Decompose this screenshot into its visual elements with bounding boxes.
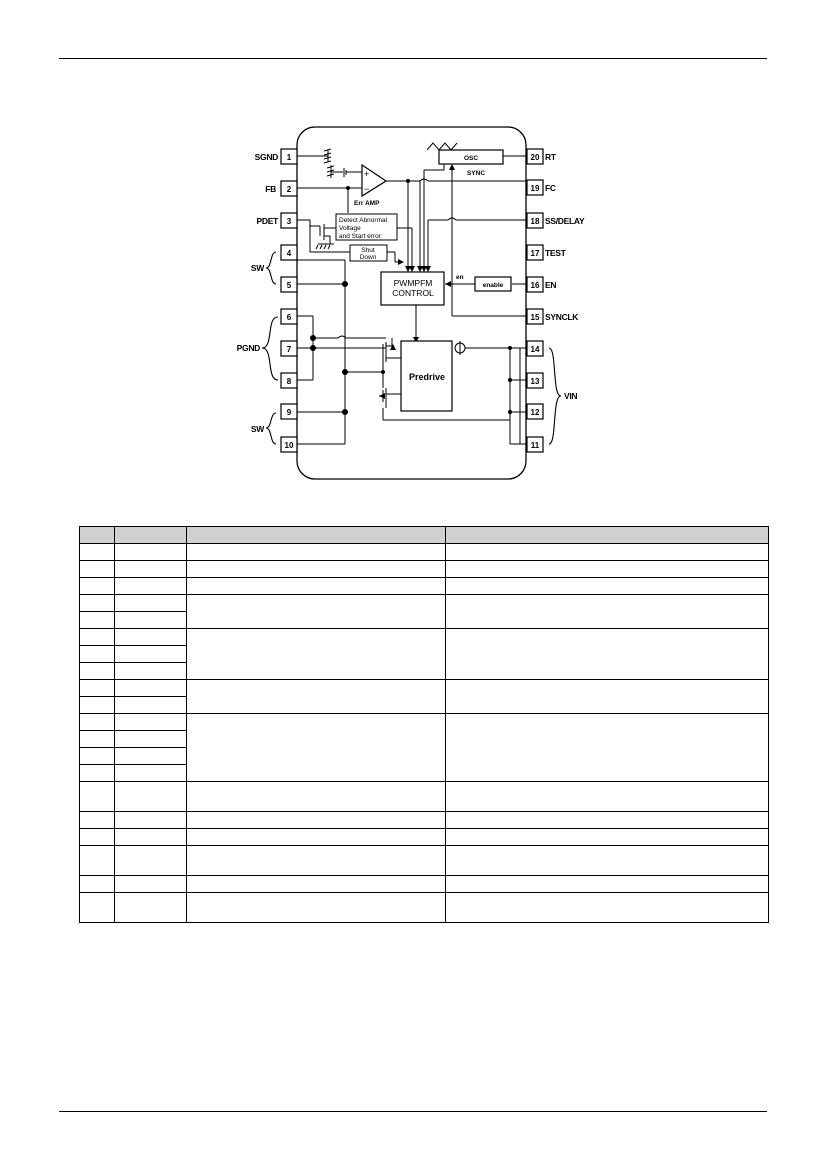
pin-18-number: 18 — [531, 217, 540, 226]
table-row — [79, 628, 769, 680]
pin-12-number: 12 — [531, 408, 540, 417]
table-row — [79, 543, 769, 561]
pin-10-number: 10 — [285, 441, 294, 450]
table-row — [79, 764, 769, 782]
pin-2-label: FB — [265, 184, 276, 194]
pin-9-number: 9 — [287, 408, 292, 417]
group-braces — [261, 251, 562, 445]
pin-15-number: 15 — [531, 313, 540, 322]
pin-3-label: PDET — [257, 216, 280, 226]
table-header-cell — [445, 526, 769, 544]
group-label-sw-top: SW — [251, 263, 265, 273]
junction-dots — [310, 179, 512, 415]
table-header-cell — [186, 526, 446, 544]
enable-label: enable — [483, 282, 504, 289]
internal-wiring — [297, 148, 527, 445]
osc-block — [438, 149, 504, 165]
predrive-label: Predrive — [409, 372, 445, 382]
amp-plus-sign: + — [364, 169, 369, 179]
pin-20-label: RT — [545, 152, 557, 162]
detect-label-line1: Detect Abnormal — [339, 217, 388, 224]
detect-label-line3: and Start error — [339, 233, 382, 240]
pin-3-number: 3 — [287, 217, 292, 226]
table-row — [79, 594, 769, 629]
table-row — [79, 747, 769, 765]
current-sense-symbol — [454, 341, 466, 355]
pin-5-number: 5 — [287, 281, 292, 290]
pwm-pfm-control-block — [380, 271, 445, 306]
detect-abnormal-block — [335, 213, 398, 241]
shutdown-block — [349, 244, 388, 262]
pin-18-label: SS/DELAY — [545, 216, 585, 226]
signal-arrows — [379, 164, 511, 399]
en-signal-label: en — [456, 274, 464, 281]
table-row — [79, 828, 769, 846]
block-diagram: 1 2 3 4 5 6 7 8 9 10 20 19 18 17 16 15 1… — [237, 126, 585, 480]
shutdown-label-line1: Shut — [361, 247, 375, 254]
group-label-vin: VIN — [564, 391, 577, 401]
table-row — [79, 560, 769, 578]
table-row — [79, 845, 769, 876]
group-label-sw-bottom: SW — [251, 424, 265, 434]
shutdown-label-line2: Down — [360, 254, 377, 261]
osc-label: OSC — [464, 155, 478, 162]
pin-2-number: 2 — [287, 185, 292, 194]
pin-7-number: 7 — [287, 345, 292, 354]
pin-1-number: 1 — [287, 153, 292, 162]
pin-4-number: 4 — [287, 249, 292, 258]
pin-description-table — [79, 526, 769, 923]
table-header-cell — [79, 526, 115, 544]
ic-package-outline — [296, 126, 527, 480]
table-row — [79, 713, 769, 782]
detect-label-line2: Voltage — [339, 225, 361, 232]
right-pin-boxes — [526, 148, 544, 453]
pin-17-number: 17 — [531, 249, 540, 258]
table-row — [79, 645, 769, 663]
table-row — [79, 679, 769, 714]
table-header-row — [79, 526, 769, 544]
group-label-pgnd: PGND — [237, 343, 261, 353]
amp-minus-sign: − — [364, 184, 369, 194]
pin-15-label: SYNCLK — [545, 312, 579, 322]
pin-1-label: SGND — [255, 152, 279, 162]
table-row — [79, 730, 769, 748]
table-header-cell — [114, 526, 187, 544]
sync-label: SYNC — [467, 170, 485, 177]
pin-19-number: 19 — [531, 184, 540, 193]
pin-20-number: 20 — [531, 153, 540, 162]
pin-17-label: TEST — [545, 248, 567, 258]
pin-16-number: 16 — [531, 281, 540, 290]
pin-14-number: 14 — [531, 345, 540, 354]
header-rule — [59, 58, 767, 59]
oscillator-waveform — [426, 142, 458, 151]
pin-8-number: 8 — [287, 377, 292, 386]
table-row — [79, 875, 769, 893]
predrive-block — [400, 340, 453, 412]
table-row — [79, 696, 769, 714]
pin-16-label: EN — [545, 280, 556, 290]
pwm-label-line1: PWMPFM — [394, 278, 433, 288]
error-amplifier — [361, 163, 388, 198]
table-row — [79, 781, 769, 812]
footer-rule — [59, 1111, 767, 1112]
pwm-label-line2: CONTROL — [392, 288, 434, 298]
pin-6-number: 6 — [287, 313, 292, 322]
pin-13-number: 13 — [531, 377, 540, 386]
enable-block — [474, 276, 512, 292]
pin-19-label: FC — [545, 183, 556, 193]
pin-11-number: 11 — [531, 441, 540, 450]
table-row — [79, 577, 769, 595]
err-amp-label: Err AMP — [354, 200, 380, 207]
table-row — [79, 811, 769, 829]
left-pin-boxes — [280, 148, 298, 453]
table-row — [79, 892, 769, 923]
